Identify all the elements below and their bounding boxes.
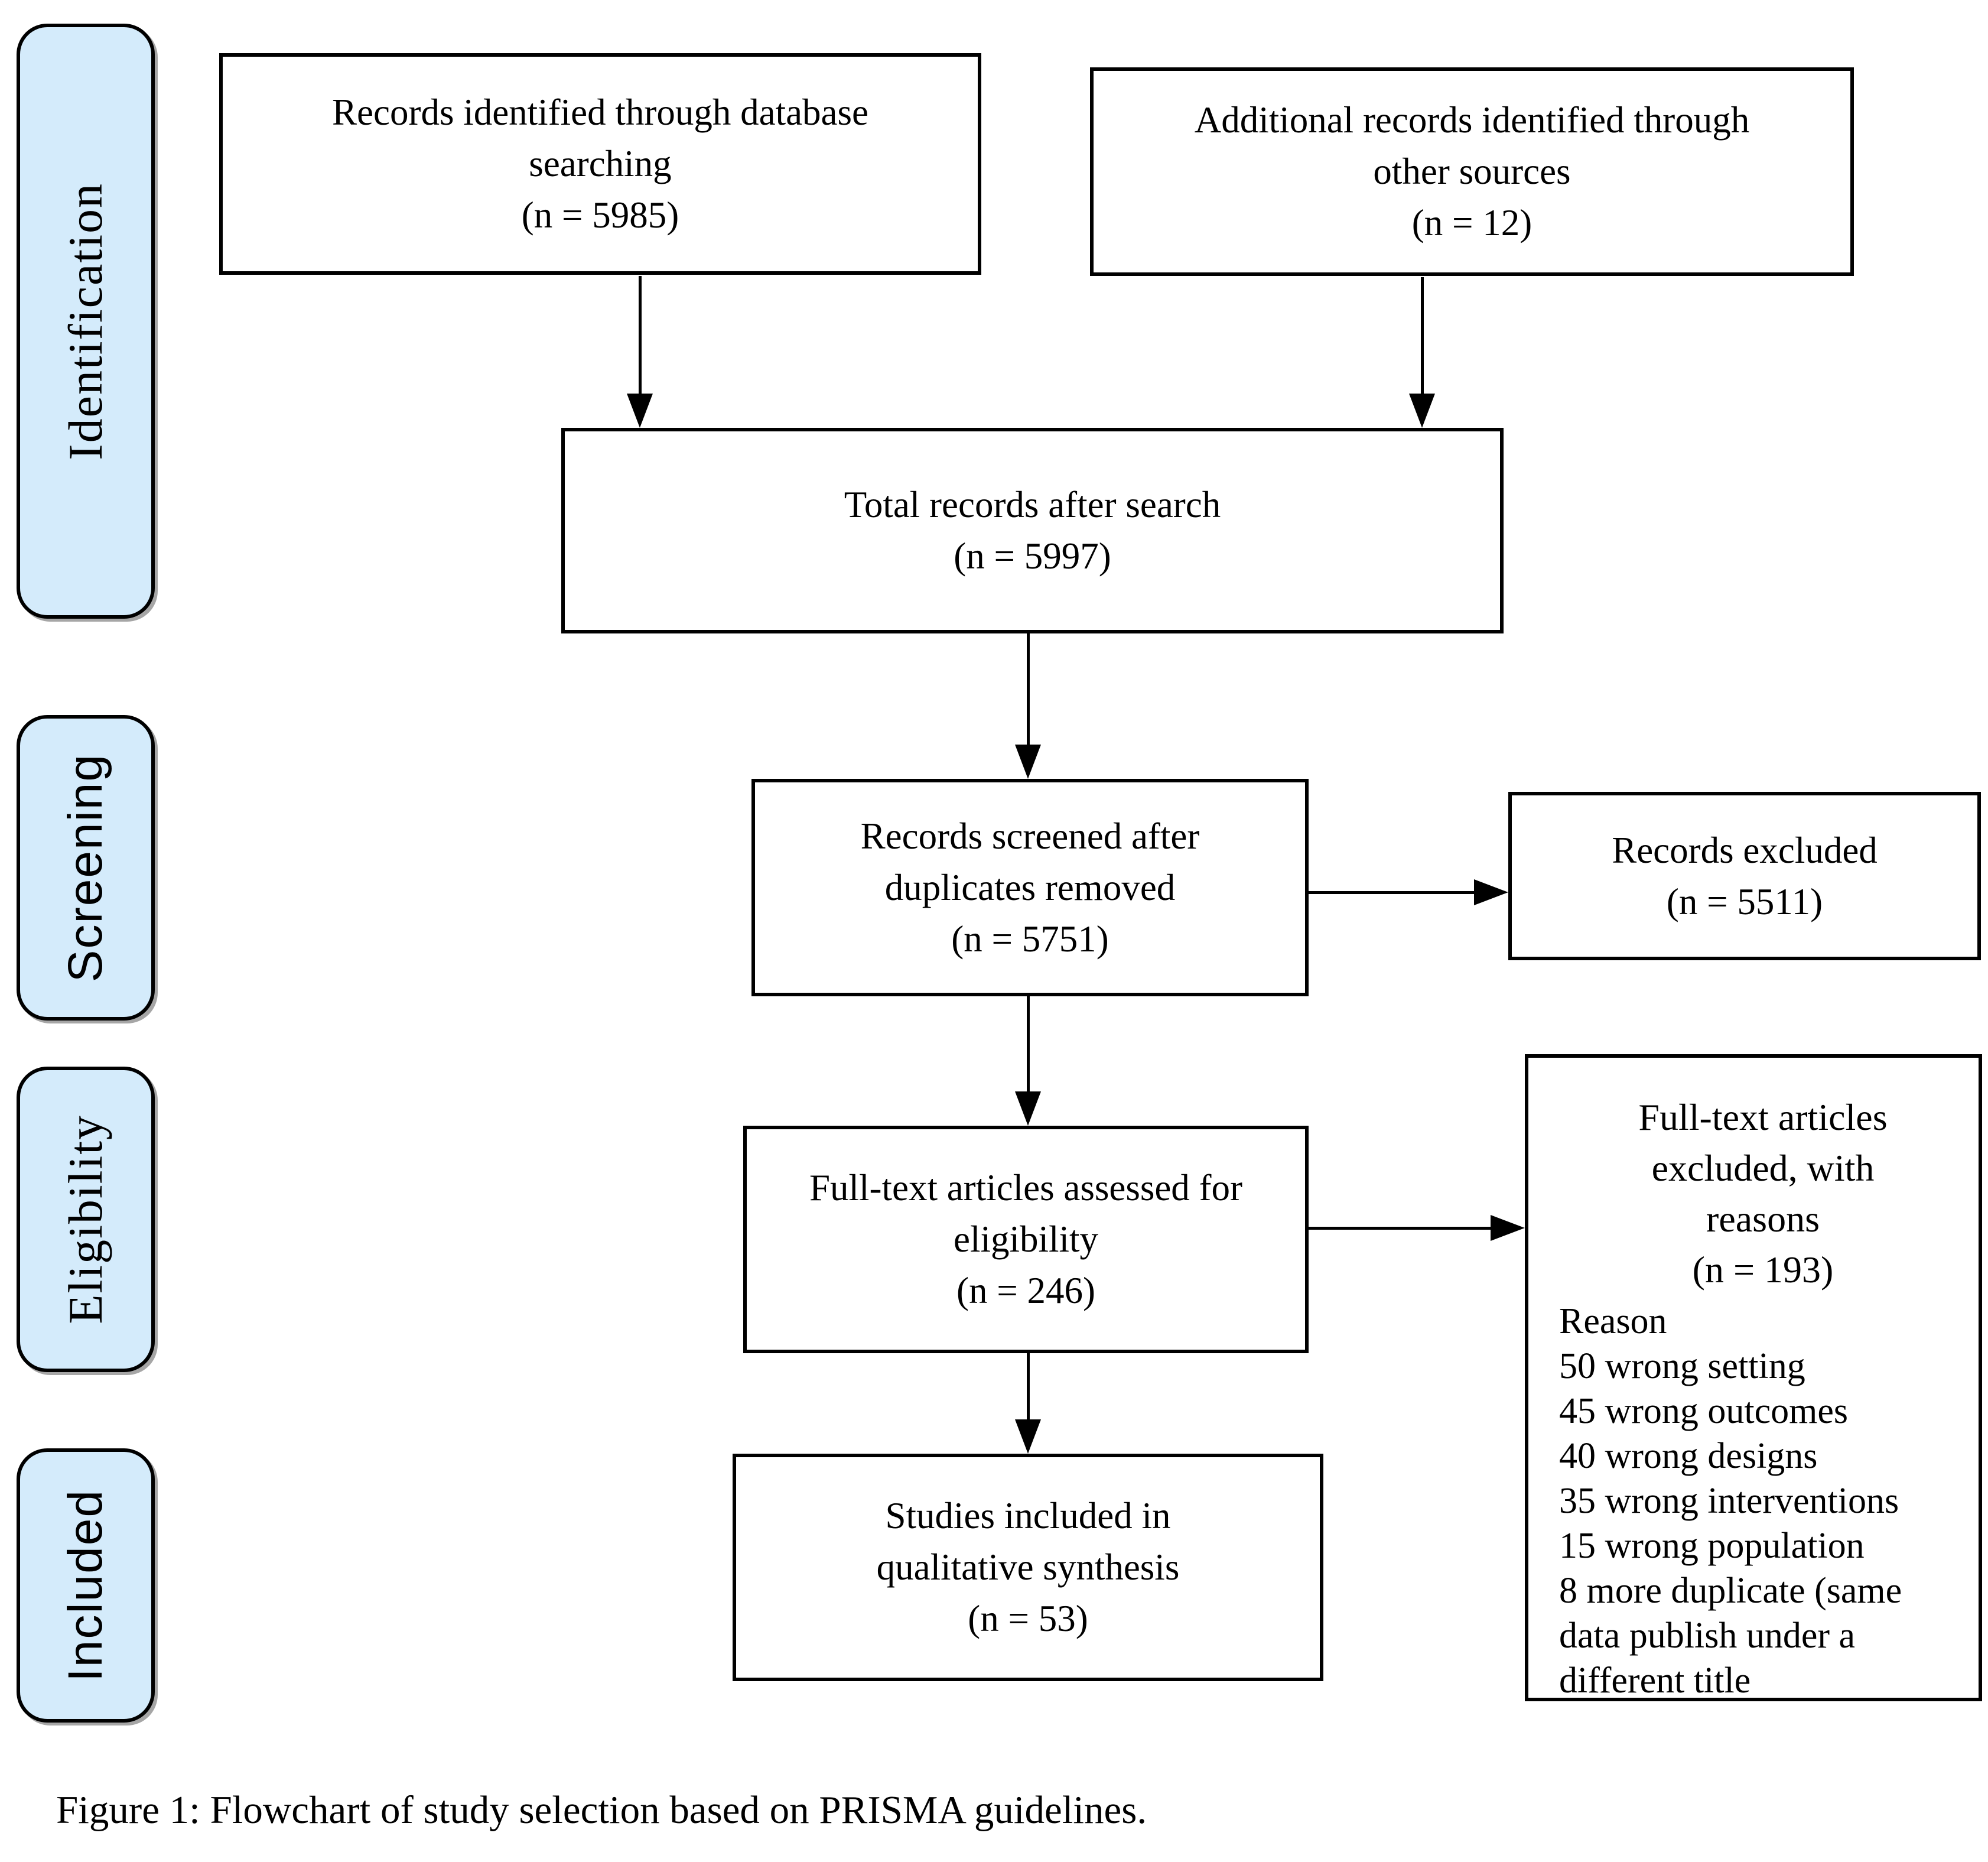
stage-screening: Screening	[17, 715, 155, 1021]
stage-included: Included	[17, 1448, 155, 1723]
exclusion-reasons-list: Reason 50 wrong setting 45 wrong outcome…	[1559, 1299, 1967, 1703]
stage-included-label: Included	[58, 1489, 112, 1682]
arrowhead-down-icon	[1015, 1091, 1041, 1126]
arrow-shaft	[1309, 891, 1478, 894]
stage-screening-label: Screening	[58, 753, 112, 983]
box-fulltext-excluded: Full-text articles excluded, with reason…	[1525, 1054, 1982, 1701]
box-records-excluded-n: (n = 5511)	[1666, 880, 1823, 922]
box-records-identified-n: (n = 5985)	[521, 194, 679, 236]
box-fulltext-excluded-line3: reasons	[1706, 1198, 1820, 1240]
arrowhead-right-icon	[1474, 879, 1508, 905]
box-records-identified: Records identified through database sear…	[219, 53, 981, 275]
arrow-shaft	[1026, 996, 1030, 1095]
exclusion-reason-item: 50 wrong setting	[1559, 1346, 1805, 1386]
arrow-shaft	[1026, 633, 1030, 748]
box-fulltext-excluded-line2: excluded, with	[1651, 1147, 1875, 1189]
box-additional-records-line1: Additional records identified through	[1194, 99, 1750, 141]
box-total-records-n: (n = 5997)	[954, 535, 1111, 577]
arrow-additional-to-total	[1408, 277, 1436, 428]
box-records-excluded: Records excluded (n = 5511)	[1508, 792, 1981, 960]
box-fulltext-assessed-n: (n = 246)	[956, 1270, 1095, 1311]
exclusion-reason-item: 35 wrong interventions	[1559, 1481, 1899, 1521]
box-total-records: Total records after search (n = 5997)	[561, 428, 1504, 633]
exclusion-reason-item: 45 wrong outcomes	[1559, 1391, 1849, 1431]
box-records-excluded-line1: Records excluded	[1612, 829, 1878, 871]
stage-identification: Identification	[17, 24, 155, 619]
box-additional-records-n: (n = 12)	[1411, 202, 1533, 243]
arrowhead-down-icon	[1015, 745, 1041, 779]
arrow-screened-to-excluded	[1309, 878, 1508, 906]
stage-identification-label: Identification	[58, 182, 112, 460]
box-total-records-line1: Total records after search	[844, 484, 1221, 525]
box-fulltext-excluded-n: (n = 193)	[1692, 1249, 1834, 1291]
arrow-fulltext-to-included	[1014, 1353, 1042, 1454]
arrow-shaft	[1309, 1226, 1494, 1230]
arrow-identified-to-total	[626, 276, 654, 428]
box-records-screened: Records screened after duplicates remove…	[751, 779, 1309, 996]
box-additional-records: Additional records identified through ot…	[1090, 67, 1854, 276]
box-records-screened-n: (n = 5751)	[951, 918, 1109, 960]
arrowhead-down-icon	[1015, 1419, 1041, 1454]
arrow-shaft	[638, 276, 642, 397]
box-fulltext-assessed-line1: Full-text articles assessed for	[809, 1167, 1243, 1208]
box-studies-included-n: (n = 53)	[968, 1598, 1088, 1639]
box-fulltext-excluded-line1: Full-text articles	[1638, 1096, 1888, 1138]
box-records-identified-line2: searching	[529, 143, 672, 184]
figure-caption: Figure 1: Flowchart of study selection b…	[56, 1788, 1147, 1832]
box-records-screened-line2: duplicates removed	[884, 866, 1176, 908]
box-studies-included-line2: qualitative synthesis	[876, 1546, 1180, 1588]
arrow-shaft	[1420, 277, 1424, 397]
arrowhead-down-icon	[627, 394, 653, 428]
arrow-shaft	[1026, 1353, 1030, 1423]
arrowhead-down-icon	[1409, 394, 1435, 428]
box-fulltext-assessed: Full-text articles assessed for eligibil…	[743, 1126, 1309, 1353]
arrow-screened-to-fulltext	[1014, 996, 1042, 1126]
box-fulltext-assessed-line2: eligibility	[954, 1218, 1098, 1260]
arrow-total-to-screened	[1014, 633, 1042, 779]
box-studies-included-line1: Studies included in	[885, 1495, 1171, 1536]
exclusion-reason-item: 15 wrong population	[1559, 1526, 1865, 1566]
box-records-identified-line1: Records identified through database	[332, 92, 868, 133]
box-studies-included: Studies included in qualitative synthesi…	[733, 1454, 1323, 1681]
box-records-screened-line1: Records screened after	[860, 815, 1200, 857]
arrow-fulltext-to-excluded	[1309, 1214, 1525, 1242]
stage-eligibility-label: Eligibility	[58, 1114, 112, 1324]
exclusion-reason-item: 40 wrong designs	[1559, 1436, 1818, 1476]
arrowhead-right-icon	[1491, 1215, 1525, 1241]
exclusion-reasons-header: Reason	[1559, 1301, 1667, 1341]
exclusion-reason-item: 8 more duplicate (same data publish unde…	[1559, 1571, 1902, 1701]
stage-eligibility: Eligibility	[17, 1067, 155, 1372]
box-additional-records-line2: other sources	[1373, 151, 1571, 192]
